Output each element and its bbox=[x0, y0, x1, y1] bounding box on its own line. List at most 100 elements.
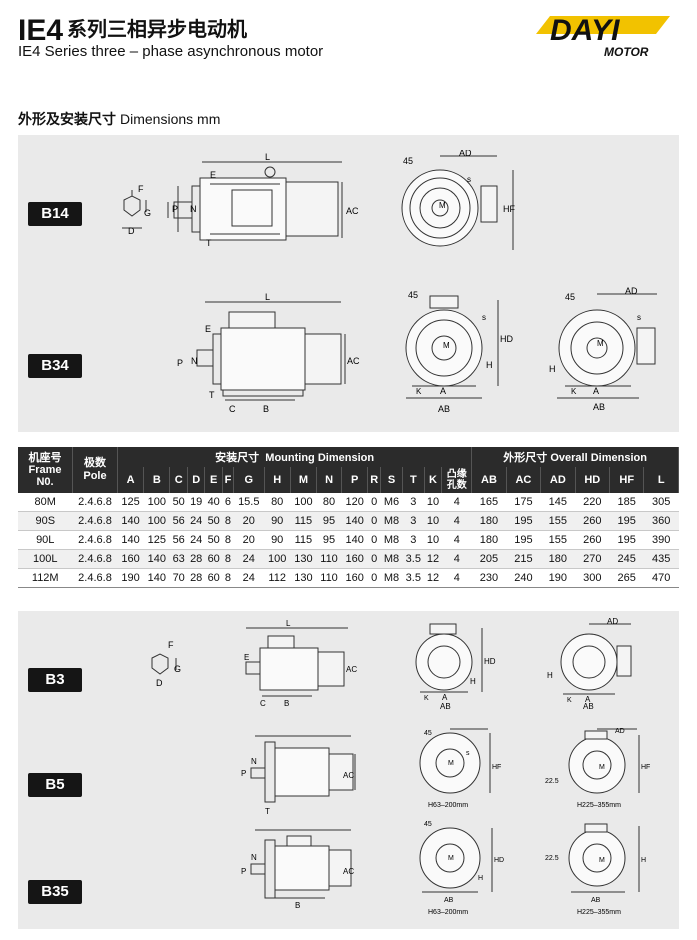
cell-overall-value: 175 bbox=[506, 493, 541, 512]
mount-cn: 安装尺寸 bbox=[215, 452, 260, 464]
cell-mount-value: 20 bbox=[233, 511, 265, 531]
cell-overall-value: 155 bbox=[540, 511, 576, 531]
cell-mount-value: 125 bbox=[143, 530, 170, 550]
cell-mount-value: 10 bbox=[424, 511, 442, 531]
cell-mount-value: 160 bbox=[117, 549, 144, 569]
cell-overall-value: 205 bbox=[471, 549, 507, 569]
mount-en: Mounting Dimension bbox=[265, 452, 375, 464]
dim-label-g: G bbox=[174, 664, 181, 674]
cell-mount-value: 50 bbox=[204, 511, 223, 531]
cell-overall-value: 470 bbox=[643, 568, 679, 588]
cell-overall-value: 180 bbox=[471, 530, 507, 550]
cell-overall-value: 230 bbox=[471, 568, 507, 588]
dim-label-t: T bbox=[265, 807, 270, 816]
cell-mount-value: 0 bbox=[367, 549, 381, 569]
cell-mount-value: 130 bbox=[290, 549, 317, 569]
b3-side-drawing: L E C B AC bbox=[244, 620, 357, 708]
mount-tag-b35: B35 bbox=[28, 880, 82, 904]
cell-overall-value: 245 bbox=[609, 549, 644, 569]
dim-label-45: 45 bbox=[424, 821, 432, 828]
dim-label-ac: AC bbox=[346, 665, 357, 674]
dim-label-p: P bbox=[172, 204, 178, 214]
dim-label-e: E bbox=[244, 653, 249, 662]
dim-label-h: H bbox=[470, 677, 476, 686]
cell-mount-value: 140 bbox=[341, 530, 368, 550]
pole-cn: 极数 bbox=[84, 457, 106, 469]
dim-label-ac: AC bbox=[343, 867, 354, 876]
cell-mount-value: 115 bbox=[290, 511, 317, 531]
col-c: C bbox=[169, 467, 188, 493]
cell-overall-value: 185 bbox=[609, 493, 644, 512]
cell-mount-value: 8 bbox=[222, 549, 234, 569]
cell-mount-value: 28 bbox=[187, 549, 205, 569]
col-r: R bbox=[367, 467, 382, 493]
b3-front-drawing: HD H K A AB bbox=[415, 623, 496, 710]
cell-overall-value: 155 bbox=[540, 530, 576, 550]
dim-label-h: H bbox=[549, 364, 556, 374]
cell-mount-value: 19 bbox=[187, 493, 205, 512]
cell-mount-value: 95 bbox=[316, 530, 342, 550]
brand-sub-text: MOTOR bbox=[604, 45, 649, 59]
cell-mount-value: 140 bbox=[143, 549, 170, 569]
cell-overall-value: 260 bbox=[575, 530, 610, 550]
dim-label-h: H bbox=[641, 857, 646, 864]
cell-overall-value: 195 bbox=[609, 530, 644, 550]
cell-overall-value: 165 bbox=[471, 493, 507, 512]
dim-label-m: M bbox=[599, 857, 605, 864]
col-t: T bbox=[402, 467, 425, 493]
dim-label-e: E bbox=[210, 170, 216, 180]
dim-label-k: K bbox=[571, 387, 577, 396]
boss-cn-2: 孔数 bbox=[446, 480, 467, 491]
cell-mount-value: 140 bbox=[341, 511, 368, 531]
cell-mount-value: 3 bbox=[402, 493, 425, 512]
dim-label-hd: HD bbox=[494, 857, 504, 864]
cell-mount-value: 110 bbox=[316, 549, 342, 569]
b34-side-drawing: L E P N T C B AC bbox=[177, 292, 360, 414]
cell-mount-value: M8 bbox=[380, 568, 403, 588]
b34-front-box-drawing: 45 AD s M H K A AB bbox=[549, 286, 657, 412]
cell-overall-value: 190 bbox=[540, 568, 576, 588]
cell-mount-value: 24 bbox=[187, 530, 205, 550]
cell-mount-value: 10 bbox=[424, 493, 442, 512]
dim-label-ac: AC bbox=[347, 356, 360, 366]
mount-tag-b34: B34 bbox=[28, 354, 82, 378]
dim-label-t: T bbox=[206, 238, 212, 248]
cell-mount-value: 3.5 bbox=[402, 568, 425, 588]
section-title-cn: 外形及安装尺寸 bbox=[18, 111, 116, 127]
dim-label-ad: AD bbox=[459, 150, 472, 158]
dim-label-l: L bbox=[265, 152, 270, 162]
cell-overall-value: 305 bbox=[643, 493, 679, 512]
cell-mount-value: 3.5 bbox=[402, 549, 425, 569]
cell-mount-value: 6 bbox=[222, 493, 234, 512]
frame-en: Frame bbox=[28, 464, 62, 476]
dim-label-m: M bbox=[448, 760, 454, 767]
cell-mount-value: 10 bbox=[424, 530, 442, 550]
cell-mount-value: 0 bbox=[367, 568, 381, 588]
dim-label-n: N bbox=[191, 356, 198, 366]
col-g: G bbox=[233, 467, 265, 493]
dim-label-hf: HF bbox=[492, 764, 501, 771]
cell-frame: 90L bbox=[18, 530, 73, 550]
cell-overall-value: 240 bbox=[506, 568, 541, 588]
dim-label-h: H bbox=[547, 671, 553, 680]
cell-mount-value: 90 bbox=[264, 530, 291, 550]
cell-mount-value: 120 bbox=[341, 493, 368, 512]
dim-label-n: N bbox=[190, 204, 197, 214]
dim-label-n: N bbox=[251, 757, 257, 766]
dim-label-m: M bbox=[443, 341, 450, 350]
b34-front-drawing: 45 s M HD H K A AB bbox=[405, 290, 513, 414]
brand-logo: DAYI MOTOR bbox=[536, 14, 670, 59]
dim-label-b: B bbox=[295, 901, 300, 910]
cell-pole: 2.4.6.8 bbox=[72, 511, 118, 531]
dim-label-22-5: 22.5 bbox=[545, 855, 559, 862]
cell-mount-value: 24 bbox=[187, 511, 205, 531]
cell-mount-value: 3 bbox=[402, 530, 425, 550]
cell-mount-value: 8 bbox=[222, 568, 234, 588]
col-n: N bbox=[316, 467, 343, 493]
cell-mount-value: 4 bbox=[441, 493, 472, 512]
dim-label-a: A bbox=[442, 693, 448, 702]
dim-label-k: K bbox=[416, 387, 422, 396]
mount-tag-b14: B14 bbox=[28, 202, 82, 226]
